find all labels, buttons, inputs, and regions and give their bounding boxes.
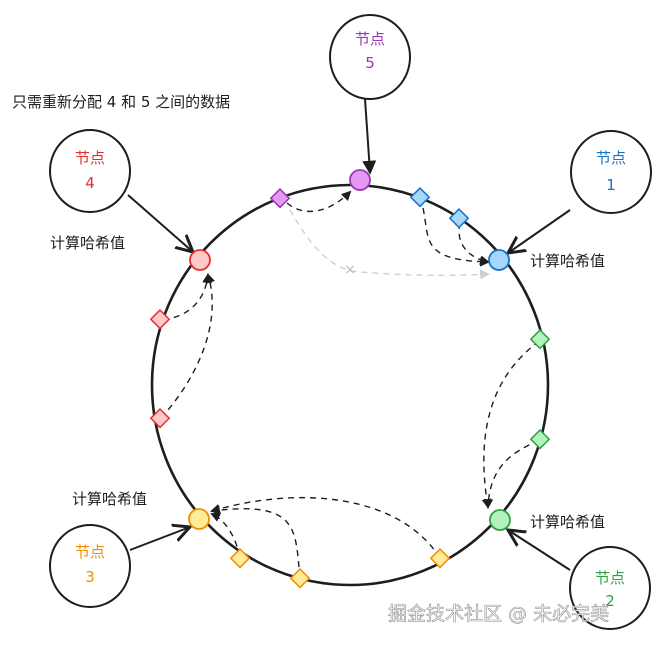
hash-label-node-4: 计算哈希值 <box>50 234 125 252</box>
data-item-blue-b <box>448 208 470 229</box>
node-4-box: 节点 4 <box>49 129 131 213</box>
node-4-arrow <box>127 194 193 252</box>
data-item-yellow-b <box>289 568 311 589</box>
ring-node-3 <box>188 508 210 530</box>
node-3-box: 节点 3 <box>49 524 131 608</box>
hash-ring <box>150 183 550 587</box>
node-4-number: 4 <box>85 174 95 192</box>
node-3-number: 3 <box>85 568 95 586</box>
data-item-green-b <box>529 429 551 450</box>
hash-label-node-1: 计算哈希值 <box>530 252 605 270</box>
data-item-purple <box>269 188 291 209</box>
data-arrow-yellow-b-to-node3 <box>210 505 301 579</box>
data-item-yellow-a <box>429 548 451 569</box>
data-arrow-red-b-to-node4 <box>160 273 216 419</box>
node-2-title: 节点 <box>595 569 625 587</box>
data-arrow-blue-b-to-node1 <box>458 222 490 266</box>
node-1-arrow <box>508 209 571 253</box>
node-2-number: 2 <box>605 592 615 610</box>
ring-node-1 <box>488 249 510 271</box>
node-2-arrow <box>508 530 571 571</box>
data-arrow-red-a-to-node4 <box>162 273 212 321</box>
reassign-note: 只需重新分配 4 和 5 之间的数据 <box>12 93 230 111</box>
data-arrow-yellow-c-to-node3 <box>210 512 241 558</box>
removed-marker: × <box>344 262 356 278</box>
data-arrow-purple-to-node5 <box>286 190 352 212</box>
ring-node-5 <box>349 169 371 191</box>
node-3-arrow <box>129 527 190 551</box>
data-arrow-green-b-to-node2 <box>483 439 540 509</box>
ring-node-2 <box>489 509 511 531</box>
data-item-blue-a <box>409 187 431 208</box>
removed-data-path <box>289 209 490 280</box>
data-item-red-a <box>149 309 171 330</box>
node-5-number: 5 <box>365 54 375 72</box>
node-2-box: 节点 2 <box>569 546 651 630</box>
node-5-box: 节点 5 <box>329 14 411 100</box>
data-arrow-yellow-a-to-node3 <box>210 496 441 559</box>
data-item-red-b <box>149 408 171 429</box>
node-5-title: 节点 <box>355 30 385 48</box>
ring-node-4 <box>189 249 211 271</box>
node-3-title: 节点 <box>75 543 105 561</box>
node-1-number: 1 <box>606 176 616 194</box>
data-item-green-a <box>529 329 551 350</box>
node-1-box: 节点 1 <box>570 130 652 214</box>
data-item-yellow-c <box>229 548 251 569</box>
data-arrow-green-a-to-node2 <box>481 340 540 509</box>
hash-label-node-2: 计算哈希值 <box>530 513 605 531</box>
node-1-title: 节点 <box>596 149 626 167</box>
node-5-arrow <box>362 98 377 175</box>
data-arrow-blue-a-to-node1 <box>422 207 490 267</box>
node-4-title: 节点 <box>75 149 105 167</box>
watermark: 掘金技术社区 @ 未必完美 <box>388 603 609 625</box>
hash-label-node-3: 计算哈希值 <box>72 490 147 508</box>
